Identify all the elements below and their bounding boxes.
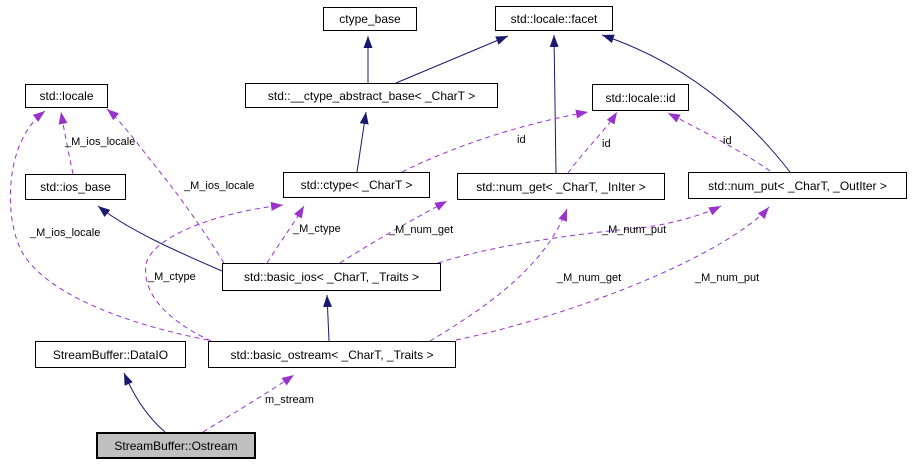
edge-label-m-ios-locale: _M_ios_locale — [184, 180, 255, 192]
edge-usage-streambuffer-ostream-to-std-basic-ostream — [202, 374, 295, 433]
node-std-ctype[interactable]: std::ctype< _CharT > — [283, 172, 430, 198]
node-label-std-ctype: std::ctype< _CharT > — [300, 178, 413, 192]
node-ctype-base[interactable]: ctype_base — [323, 7, 417, 31]
node-label-std-ios-base: std::ios_base — [40, 180, 111, 194]
node-label-ctype-base: ctype_base — [339, 12, 401, 26]
edge-label-m-ctype: _M_ctype — [293, 223, 341, 235]
node-label-std-ctype-abstract-base: std::__ctype_abstract_base< _CharT > — [267, 88, 476, 103]
edge-inheritance-std-num-put-to-std-locale-facet — [601, 34, 791, 173]
edge-label-id: id — [723, 135, 732, 147]
node-label-std-basic-ios: std::basic_ios< _CharT, _Traits > — [244, 270, 419, 284]
edge-usage-std-basic-ios-to-std-locale — [106, 108, 225, 264]
edge-usage-std-ios-base-to-std-locale — [58, 111, 74, 175]
edge-label-m-ios-locale: _M_ios_locale — [65, 136, 136, 148]
edge-label-id: id — [517, 134, 526, 146]
edge-label-id: id — [602, 138, 611, 150]
node-std-basic-ostream[interactable]: std::basic_ostream< _CharT, _Traits > — [208, 341, 456, 368]
node-label-std-basic-ostream: std::basic_ostream< _CharT, _Traits > — [230, 347, 434, 362]
node-label-std-locale-facet: std::locale::facet — [510, 11, 598, 26]
node-streambuffer-dataio[interactable]: StreamBuffer::DataIO — [35, 341, 186, 368]
edge-label-m-ctype: _M_ctype — [148, 271, 196, 283]
edge-label-m-num-put: _M_num_put — [695, 272, 760, 284]
node-std-num-put[interactable]: std::num_put< _CharT, _OutIter > — [688, 172, 907, 199]
edge-usage-std-basic-ios-to-std-num-get — [339, 200, 448, 264]
edge-label-m-num-get: _M_num_get — [557, 272, 622, 284]
edge-label-m-num-get: _M_num_get — [389, 224, 454, 236]
edge-inheritance-std-num-get-to-std-locale-facet — [549, 34, 559, 174]
edge-usage-std-basic-ostream-to-std-ctype — [145, 201, 284, 342]
edge-usage-std-ctype-to-std-locale-id — [401, 109, 589, 173]
node-std-basic-ios[interactable]: std::basic_ios< _CharT, _Traits > — [222, 263, 441, 291]
node-std-locale[interactable]: std::locale — [25, 84, 108, 108]
node-label-std-locale-id: std::locale::id — [605, 90, 676, 105]
node-label-std-num-put: std::num_put< _CharT, _OutIter > — [708, 178, 887, 193]
edge-inheritance-std-basic-ostream-to-std-basic-ios — [323, 294, 333, 342]
node-label-streambuffer-dataio: StreamBuffer::DataIO — [52, 347, 169, 362]
node-std-ios-base[interactable]: std::ios_base — [25, 174, 126, 200]
edge-usage-std-num-get-to-std-locale-id — [567, 111, 618, 174]
edge-usage-std-basic-ostream-to-std-locale — [9, 110, 209, 341]
node-std-num-get[interactable]: std::num_get< _CharT, _InIter > — [457, 173, 665, 200]
edge-usage-std-basic-ostream-to-std-num-put — [455, 206, 770, 341]
edge-usage-std-basic-ostream-to-std-num-get — [429, 208, 568, 342]
node-std-ctype-abstract-base[interactable]: std::__ctype_abstract_base< _CharT > — [245, 83, 498, 108]
node-label-std-locale: std::locale — [39, 89, 94, 103]
edge-inheritance-streambuffer-ostream-to-streambuffer-dataio — [123, 372, 166, 433]
edge-label-m-num-put: _M_num_put — [602, 224, 667, 236]
edge-inheritance-std-basic-ios-to-std-ios-base — [97, 205, 223, 272]
node-label-streambuffer-ostream: StreamBuffer::Ostream — [114, 438, 238, 453]
edge-inheritance-std-ctype-abstract-base-to-std-locale-facet — [395, 35, 509, 84]
node-std-locale-id[interactable]: std::locale::id — [592, 84, 689, 111]
edge-label-m-ios-locale: _M_ios_locale — [30, 227, 101, 239]
node-streambuffer-ostream: StreamBuffer::Ostream — [96, 432, 256, 459]
edge-inheritance-std-ctype-to-std-ctype-abstract-base — [356, 111, 369, 173]
node-label-std-num-get: std::num_get< _CharT, _InIter > — [476, 179, 646, 194]
edge-usage-std-basic-ios-to-std-num-put — [437, 205, 722, 264]
edge-label-m-stream: m_stream — [265, 394, 314, 406]
node-std-locale-facet[interactable]: std::locale::facet — [495, 6, 613, 31]
edge-usage-std-num-put-to-std-locale-id — [667, 112, 771, 172]
